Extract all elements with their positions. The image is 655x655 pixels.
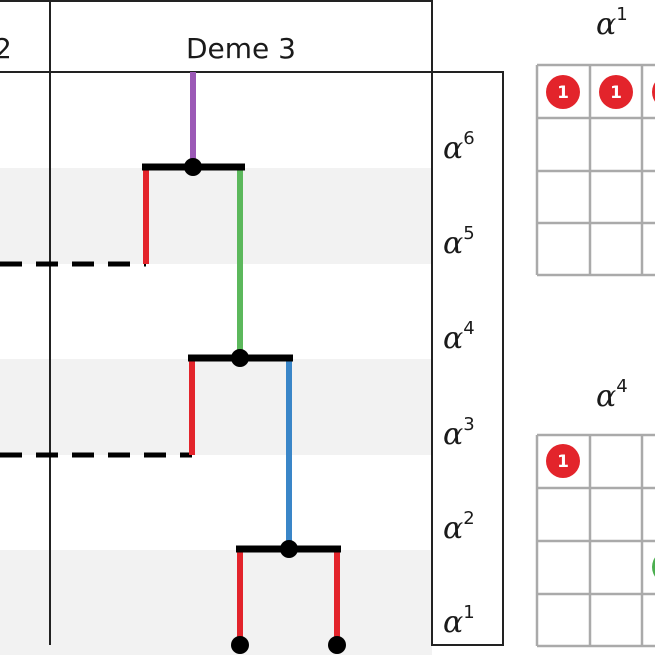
node-bottom — [280, 540, 298, 558]
band-alpha3 — [0, 359, 432, 455]
epoch-label-alpha4: α4 — [443, 318, 475, 356]
svg-text:1: 1 — [557, 452, 569, 472]
epoch-label-alpha1: α1 — [443, 602, 475, 640]
node-top — [184, 158, 202, 176]
node-middle — [231, 349, 249, 367]
badge-alpha1-3 — [652, 82, 655, 102]
svg-text:1: 1 — [557, 83, 569, 103]
epoch-label-alpha2: α2 — [443, 508, 475, 546]
svg-text:1: 1 — [610, 83, 622, 103]
band-alpha1 — [0, 550, 432, 655]
epoch-label-box — [431, 71, 504, 646]
leaf-node-right — [328, 636, 346, 654]
leaf-node-left — [231, 636, 249, 654]
epoch-label-alpha5: α5 — [443, 223, 475, 261]
grid-title-alpha1: α1 — [596, 4, 628, 42]
grid-alpha1 — [535, 63, 655, 277]
header-deme3: Deme 3 — [186, 32, 296, 65]
band-alpha5 — [0, 168, 432, 264]
header-deme2-partial: 2 — [0, 32, 12, 65]
grid-alpha4 — [535, 433, 655, 648]
badge-alpha1-1: 1 — [546, 75, 580, 109]
badge-alpha4-2 — [652, 557, 655, 577]
epoch-label-alpha6: α6 — [443, 128, 475, 166]
grid-title-alpha4: α4 — [596, 376, 628, 414]
epoch-label-alpha3: α3 — [443, 414, 475, 452]
badge-alpha1-2: 1 — [599, 75, 633, 109]
badge-alpha4-1: 1 — [546, 444, 580, 478]
